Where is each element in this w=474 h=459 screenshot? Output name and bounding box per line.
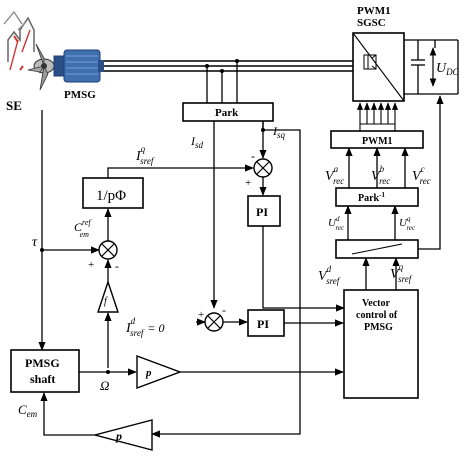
friction-block: f bbox=[97, 279, 119, 313]
sgsc-converter bbox=[352, 32, 405, 102]
sum-q-minus: - bbox=[251, 149, 255, 163]
pi-lower-block bbox=[247, 309, 285, 337]
tau-label: τ bbox=[32, 235, 38, 250]
sum-junction-q bbox=[253, 158, 273, 178]
pmsg-shaft-block bbox=[10, 349, 80, 393]
dc-link bbox=[404, 39, 459, 95]
vc-line1: Vector bbox=[362, 298, 391, 309]
gain-lower-block bbox=[92, 419, 153, 451]
sum-t-minus: - bbox=[115, 259, 119, 273]
isq-label: Isq bbox=[272, 124, 286, 140]
vc-line3: PMSG bbox=[364, 322, 393, 333]
udc-label: UDC bbox=[436, 61, 460, 77]
pwm1-top-label: PWM1 bbox=[357, 5, 391, 17]
pwm1-mid-label: PWM1 bbox=[362, 136, 393, 147]
isd-label: Isd bbox=[190, 134, 204, 150]
flux-label: 1/pΦ bbox=[96, 188, 126, 204]
svg-text:f: f bbox=[104, 296, 108, 307]
gain-upper-label: p bbox=[145, 367, 152, 379]
shaft-line2: shaft bbox=[30, 372, 55, 386]
pi-lower-label: PI bbox=[257, 317, 269, 331]
cem-label: Cem bbox=[18, 402, 38, 419]
wind-turbine-icon bbox=[3, 10, 55, 91]
pi-upper-label: PI bbox=[256, 205, 268, 219]
sum-d-plus: + bbox=[198, 309, 204, 321]
flux-block bbox=[82, 177, 144, 209]
vector-control-block bbox=[343, 289, 419, 399]
gain-lower-label: p bbox=[115, 429, 122, 443]
isq-feedback bbox=[151, 121, 301, 438]
se-label: SE bbox=[6, 98, 22, 113]
vc-line2: control of bbox=[356, 310, 398, 321]
omega-label: Ω bbox=[100, 378, 109, 393]
gain-upper-block bbox=[136, 354, 183, 390]
pwm1-block bbox=[330, 130, 424, 149]
park-inv-label: Park-1 bbox=[358, 191, 385, 204]
park-label: Park bbox=[215, 107, 239, 119]
pmsg-label: PMSG bbox=[64, 89, 96, 101]
park-block bbox=[182, 102, 274, 122]
sum-t-plus: + bbox=[88, 259, 94, 271]
sum-q-plus: + bbox=[245, 177, 251, 189]
sgsc-label: SGSC bbox=[357, 17, 386, 29]
udc-main: U bbox=[436, 61, 447, 76]
pmsg-motor-icon bbox=[53, 49, 104, 83]
sum-junction-d bbox=[204, 312, 224, 332]
sum-d-minus: - bbox=[222, 303, 226, 317]
udc-sub: DC bbox=[445, 67, 459, 77]
three-phase-bus bbox=[104, 59, 353, 103]
pi-upper-block bbox=[247, 195, 281, 227]
pwm-arrows bbox=[356, 102, 399, 124]
sum-junction-torque bbox=[98, 240, 118, 260]
shaft-line1: PMSG bbox=[25, 356, 60, 370]
